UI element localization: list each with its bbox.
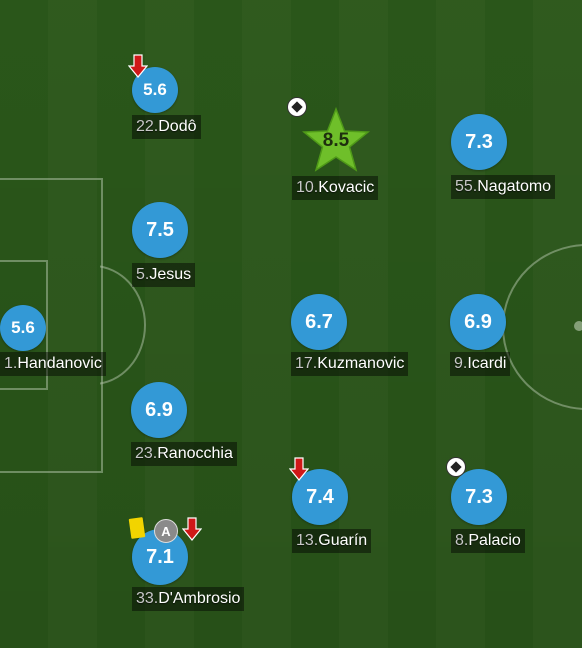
player-name-label: 22.Dodô — [132, 115, 201, 139]
yellow-card-icon — [128, 517, 146, 539]
rating-badge: 7.3 — [451, 469, 507, 525]
player-name-label: 10.Kovacic — [292, 176, 379, 200]
sub-off-arrow-icon — [128, 54, 148, 78]
player-name-label: 23.Ranocchia — [131, 442, 237, 466]
player-name-label: 9.Icardi — [450, 352, 511, 376]
goal-area — [0, 260, 48, 390]
player-name-label: 5.Jesus — [132, 263, 196, 287]
ball-patch — [450, 461, 462, 473]
rating-badge: 8.5 — [322, 130, 350, 151]
player-name-label: 1.Handanovic — [0, 352, 106, 376]
rating-badge: 7.5 — [132, 202, 188, 258]
rating-badge: 7.3 — [451, 114, 507, 170]
player-name-label: 55.Nagatomo — [451, 175, 556, 199]
rating-badge: 6.9 — [131, 382, 187, 438]
center-circle — [502, 244, 582, 410]
sub-off-arrow-icon — [289, 457, 309, 481]
player-name-label: 33.D'Ambrosio — [132, 587, 245, 611]
goal-ball-icon — [287, 97, 307, 117]
man-of-the-match-star-icon — [301, 107, 371, 172]
player-name-label: 13.Guarín — [292, 529, 372, 553]
rating-badge: 7.1 — [132, 529, 188, 585]
player-name-label: 8.Palacio — [451, 529, 525, 553]
center-spot — [574, 321, 582, 331]
rating-badge: 7.4 — [292, 469, 348, 525]
captain-badge-icon: A — [154, 519, 178, 543]
player-name-label: 17.Kuzmanovic — [291, 352, 409, 376]
sub-off-arrow-icon — [182, 517, 202, 541]
goal-ball-icon — [446, 457, 466, 477]
rating-badge: 6.9 — [450, 294, 506, 350]
rating-badge: 5.6 — [132, 67, 178, 113]
rating-badge: 6.7 — [291, 294, 347, 350]
rating-badge: 5.6 — [0, 305, 46, 351]
ball-patch — [291, 101, 303, 113]
